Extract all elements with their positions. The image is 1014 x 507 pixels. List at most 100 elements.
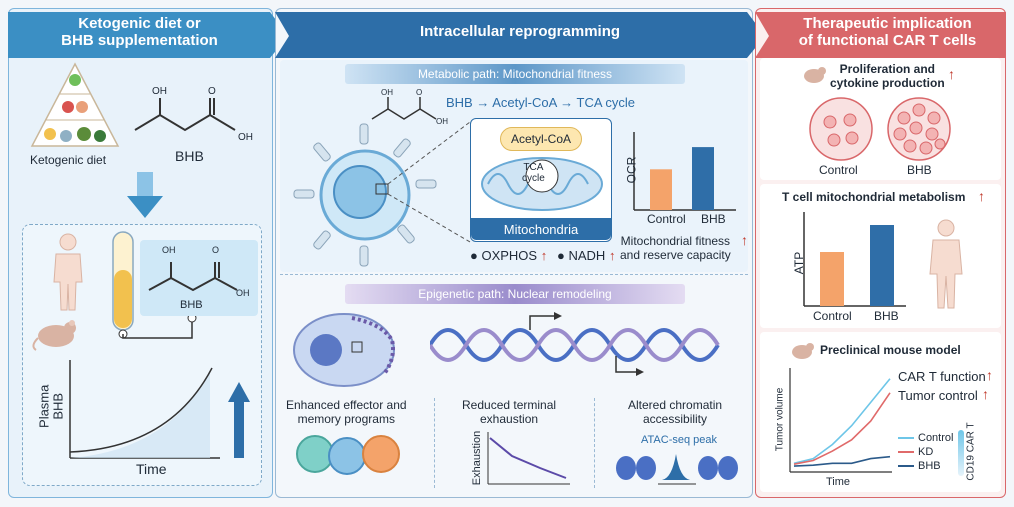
- ocr-bhb-label: BHB: [701, 212, 726, 226]
- control-dish-icon: [809, 97, 873, 161]
- nadh-label: ● NADH ↑: [557, 248, 616, 263]
- t-cell-icon: [293, 123, 437, 267]
- cd19-bar: [958, 430, 964, 476]
- bhb-dish-icon: [887, 97, 951, 161]
- ocr-control-label: Control: [647, 212, 686, 226]
- zoom-lines: [388, 121, 471, 243]
- mouse-icon: [32, 320, 76, 351]
- tube-bhb-molecule: [148, 262, 238, 292]
- legend-kd: KD: [918, 446, 934, 458]
- middle-header-bg: [275, 12, 765, 58]
- atp-bhb-label: BHB: [874, 309, 899, 323]
- exhaustion-chart: [487, 432, 570, 485]
- cd19-label: CD19 CAR T: [965, 422, 977, 481]
- metabolic-title: Metabolic path: Mitochondrial fitness: [345, 64, 685, 84]
- test-tube-icon: [112, 231, 134, 339]
- dish-bhb-label: BHB: [907, 163, 932, 177]
- atac-peak-icon: [616, 454, 738, 485]
- atp-chart: [803, 212, 906, 307]
- nadh-up-arrow-icon: ↑: [608, 248, 616, 263]
- mitochondrion-icon: [481, 157, 603, 211]
- series-kd: [793, 392, 891, 465]
- tumor-control-up-arrow-icon: ↑: [982, 386, 989, 402]
- nadh-text: NADH: [568, 248, 606, 263]
- prolif-up-arrow-icon: ↑: [948, 66, 955, 82]
- plasma-bhb-chart: [69, 360, 250, 459]
- bhb-oh-right: OH: [238, 132, 253, 143]
- mito-fitness-label: Mitochondrial fitness and reserve capaci…: [620, 234, 731, 263]
- left-header-title: Ketogenic diet or BHB supplementation: [61, 14, 218, 49]
- section-divider: [280, 274, 748, 275]
- car-t-up-arrow-icon: ↑: [986, 367, 993, 383]
- bar-control: [650, 169, 672, 210]
- preclinical-label: Preclinical mouse model: [820, 343, 961, 357]
- effector-cells-icon: [296, 435, 400, 475]
- right-header-bg: [755, 12, 1006, 58]
- divider-1: [434, 398, 435, 488]
- prolif-section: [760, 58, 1001, 180]
- tumor-control-label: Tumor control: [898, 388, 978, 403]
- chromatin-label: Altered chromatin accessibility: [628, 398, 723, 427]
- tube-oh-right: OH: [236, 288, 250, 298]
- tca-cycle-label: TCA cycle: [522, 162, 545, 184]
- bhb-molecule: [134, 98, 236, 132]
- tube-connector: [122, 313, 197, 339]
- plasma-axis-label: Plasma BHB: [36, 384, 66, 428]
- atac-label: ATAC-seq peak: [641, 434, 718, 446]
- tube-oh-top: OH: [162, 245, 176, 255]
- time-axis-label: Time: [136, 461, 167, 477]
- prolif-label: Proliferation and cytokine production: [830, 62, 945, 91]
- mitochondria-label: Mitochondria: [471, 218, 611, 240]
- divider-2: [594, 398, 595, 488]
- atp-control-label: Control: [813, 309, 852, 323]
- ketogenic-diet-label: Ketogenic diet: [30, 153, 107, 167]
- nucleus-cell-icon: [293, 313, 395, 387]
- right-header-title: Therapeutic implication of functional CA…: [798, 14, 977, 49]
- dna-helix-icon: [430, 312, 720, 376]
- effector-label: Enhanced effector and memory programs: [286, 398, 407, 427]
- tube-o: O: [212, 245, 220, 255]
- mouse-icon-2: [792, 343, 814, 359]
- tube-bhb-panel: [140, 240, 258, 316]
- down-arrow-icon: [127, 172, 163, 218]
- human-icon-right: [929, 219, 963, 309]
- bhb-oh-top: OH: [152, 86, 167, 97]
- bar-bhb: [870, 225, 894, 306]
- dish-control-label: Control: [819, 163, 858, 177]
- oxphos-text: OXPHOS: [481, 248, 538, 263]
- metabolic-oh: OH: [381, 88, 393, 97]
- tumor-axis-label: Tumor volume: [774, 387, 786, 452]
- series-control: [793, 378, 891, 465]
- bhb-o-top: O: [208, 86, 216, 97]
- metabolic-pathway: BHB → Acetyl-CoA → TCA cycle: [446, 95, 636, 110]
- ocr-axis-label: OCR: [624, 156, 639, 184]
- atp-axis-label: ATP: [792, 251, 807, 275]
- ocr-chart: [633, 132, 736, 211]
- bar-bhb: [692, 147, 714, 210]
- oxphos-up-arrow-icon: ↑: [540, 248, 548, 263]
- legend-swatches: [898, 437, 914, 467]
- metabolic-bhb-molecule: [371, 97, 437, 120]
- middle-header-title: Intracellular reprogramming: [419, 23, 621, 41]
- tumor-chart: [789, 368, 892, 473]
- bar-control: [820, 252, 844, 306]
- tube-bhb-label: BHB: [180, 299, 203, 311]
- food-pyramid-icon: [30, 62, 120, 147]
- series-bhb: [793, 455, 891, 467]
- metabolic-o: O: [416, 88, 423, 97]
- left-header-bg: [8, 12, 288, 58]
- acetyl-coa-badge: Acetyl-CoA: [500, 127, 582, 151]
- fitness-up-arrow-icon: ↑: [741, 232, 748, 248]
- tumor-time-label: Time: [826, 476, 851, 488]
- bhb-label: BHB: [175, 148, 204, 164]
- legend-control: Control: [918, 432, 954, 444]
- mouse-icon-1: [804, 67, 826, 83]
- exhaustion-axis-label: Exhaustion: [471, 430, 484, 486]
- metabolic-oh2: OH: [436, 117, 448, 126]
- human-icon: [53, 233, 83, 311]
- oxphos-label: ● OXPHOS ↑: [470, 248, 548, 263]
- car-t-label: CAR T function: [898, 369, 986, 384]
- legend-bhb: BHB: [918, 460, 941, 472]
- epigenetic-title: Epigenetic path: Nuclear remodeling: [345, 284, 685, 304]
- exhaustion-title: Reduced terminal exhaustion: [462, 398, 557, 427]
